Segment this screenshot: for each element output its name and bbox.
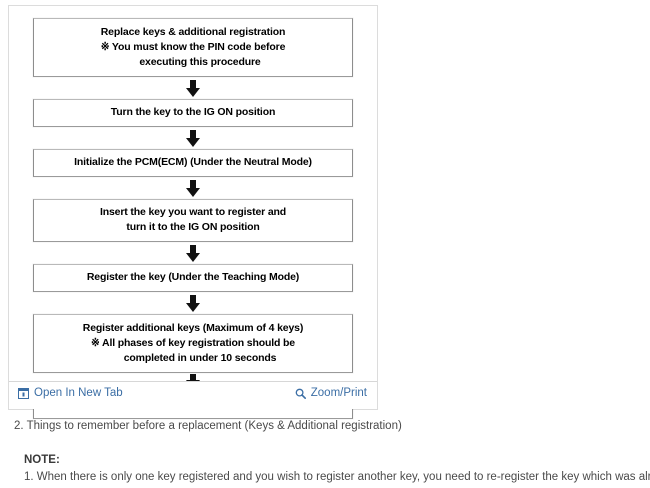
flow-step-line: ※ You must know the PIN code before <box>100 41 286 53</box>
arrow-shaft <box>190 374 196 382</box>
flow-step-line: Replace keys & additional registration <box>100 26 286 38</box>
flow-step-line: completed in under 10 seconds <box>123 352 277 364</box>
flow-step-initialize-pcm: Initialize the PCM(ECM) (Under the Neutr… <box>33 149 353 177</box>
flow-step-line: ※ All phases of key registration should … <box>91 337 295 349</box>
flow-step-line: Initialize the PCM(ECM) (Under the Neutr… <box>74 156 312 168</box>
flow-step-replace-keys: Replace keys & additional registration ※… <box>33 18 353 77</box>
flowchart-diagram: Replace keys & additional registration ※… <box>9 6 377 419</box>
new-window-icon <box>18 387 29 399</box>
flow-step-register-key: Register the key (Under the Teaching Mod… <box>33 264 353 292</box>
zoom-print-link[interactable]: Zoom/Print <box>295 387 367 399</box>
arrow-head <box>186 88 200 97</box>
arrow-shaft <box>190 245 196 255</box>
down-arrow-icon <box>22 127 364 149</box>
flow-step-line: Insert the key you want to register and <box>99 206 287 218</box>
magnifier-icon <box>295 388 306 399</box>
flow-step-register-additional-keys: Register additional keys (Maximum of 4 k… <box>33 314 353 373</box>
flow-step-line: Register additional keys (Maximum of 4 k… <box>82 322 304 334</box>
document-body: 2. Things to remember before a replaceme… <box>0 418 650 486</box>
arrow-head <box>186 303 200 312</box>
note-label: NOTE: <box>24 454 60 466</box>
flow-step-line: Turn the key to the IG ON position <box>110 106 276 118</box>
arrow-head <box>186 188 200 197</box>
flow-step-turn-key-ig-on: Turn the key to the IG ON position <box>33 99 353 127</box>
flow-step-line: turn it to the IG ON position <box>126 221 260 233</box>
arrow-head <box>186 138 200 147</box>
down-arrow-icon <box>22 242 364 264</box>
image-viewer-toolbar: Open In New Tab Zoom/Print <box>9 381 377 409</box>
open-in-new-tab-label: Open In New Tab <box>34 387 123 399</box>
down-arrow-icon <box>22 177 364 199</box>
down-arrow-icon <box>22 292 364 314</box>
open-in-new-tab-link[interactable]: Open In New Tab <box>18 387 123 399</box>
section-heading: 2. Things to remember before a replaceme… <box>14 420 402 432</box>
flow-step-insert-key: Insert the key you want to register and … <box>33 199 353 242</box>
arrow-shaft <box>190 180 196 190</box>
note-block: NOTE: 1. When there is only one key regi… <box>0 452 650 486</box>
flow-step-line: executing this procedure <box>139 56 261 68</box>
arrow-shaft <box>190 295 196 305</box>
arrow-shaft <box>190 130 196 140</box>
arrow-shaft <box>190 80 196 90</box>
down-arrow-icon <box>22 77 364 99</box>
embedded-image-viewer: Replace keys & additional registration ※… <box>8 5 378 419</box>
arrow-head <box>186 253 200 262</box>
zoom-print-label: Zoom/Print <box>310 387 367 399</box>
flow-step-line: Register the key (Under the Teaching Mod… <box>86 271 300 283</box>
note-list-item: 1. When there is only one key registered… <box>24 471 650 483</box>
